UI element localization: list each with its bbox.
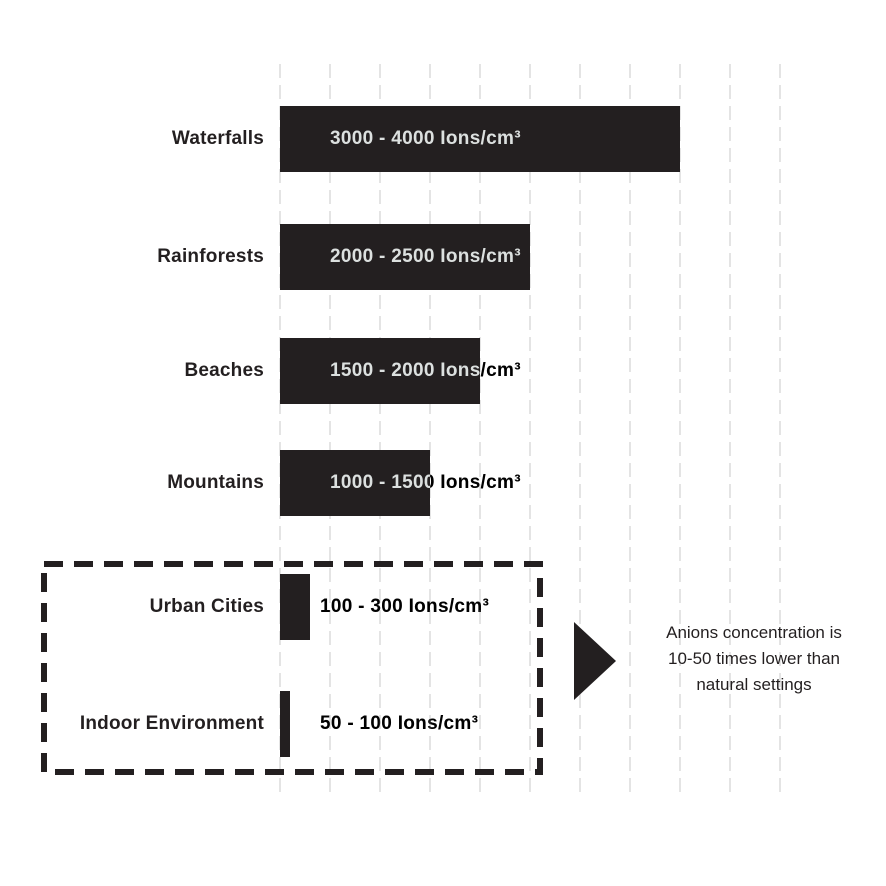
bar-value-label: 3000 - 4000 Ions/cm³: [330, 128, 521, 149]
annotation-line: Anions concentration is: [666, 623, 842, 642]
bar-area: 3000 - 4000 Ions/cm³: [280, 106, 886, 172]
category-label-beaches: Beaches: [184, 360, 264, 381]
bar-value-label: 1000 - 1500 Ions/cm³: [330, 472, 521, 493]
bar-value-label: 50 - 100 Ions/cm³: [320, 713, 479, 734]
annotation-line: natural settings: [696, 675, 812, 694]
category-label-indoor-environment: Indoor Environment: [79, 713, 264, 734]
chart-row-waterfalls: Waterfalls 3000 - 4000 Ions/cm³: [0, 106, 886, 172]
category-label-rainforests: Rainforests: [157, 246, 264, 267]
bar-area: 2000 - 2500 Ions/cm³: [280, 224, 886, 290]
bar-value-label: 2000 - 2500 Ions/cm³: [330, 246, 521, 267]
chart-row-mountains: Mountains 1000 - 1500 Ions/cm³: [0, 450, 886, 516]
bar-value-label: 100 - 300 Ions/cm³: [320, 596, 490, 617]
chart-row-beaches: Beaches 1500 - 2000 Ions/cm³: [0, 338, 886, 404]
bar-indoor-environment: [280, 691, 290, 757]
annotation-text: Anions concentration is 10-50 times lowe…: [650, 620, 858, 698]
bar-area: 50 - 100 Ions/cm³: [280, 691, 886, 757]
category-label-urban-cities: Urban Cities: [149, 596, 264, 617]
arrow-right-icon: [574, 622, 616, 700]
bar-value-label: 1500 - 2000 Ions/cm³: [330, 360, 521, 381]
bar-rainforests: [280, 224, 530, 290]
annotation-line: 10-50 times lower than: [668, 649, 840, 668]
bar-waterfalls: [280, 106, 680, 172]
bar-area: 100 - 300 Ions/cm³: [280, 574, 886, 640]
bar-mountains: [280, 450, 430, 516]
category-label-waterfalls: Waterfalls: [171, 128, 264, 149]
chart-row-rainforests: Rainforests 2000 - 2500 Ions/cm³: [0, 224, 886, 290]
bar-area: 1500 - 2000 Ions/cm³: [280, 338, 886, 404]
category-label-mountains: Mountains: [167, 472, 264, 493]
chart-row-indoor-environment: Indoor Environment 50 - 100 Ions/cm³: [0, 691, 886, 757]
bar-beaches: [280, 338, 480, 404]
bar-urban-cities: [280, 574, 310, 640]
bar-area: 1000 - 1500 Ions/cm³: [280, 450, 886, 516]
chart-row-urban-cities: Urban Cities 100 - 300 Ions/cm³: [0, 574, 886, 640]
